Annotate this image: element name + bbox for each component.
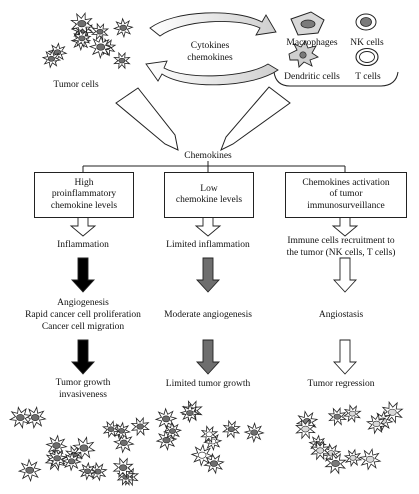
macrophages-label: Macrophages bbox=[286, 38, 338, 48]
t-cells-label: T cells bbox=[355, 72, 381, 82]
tumor-cell bbox=[113, 432, 135, 454]
col3-step2: Angiostasis bbox=[318, 310, 364, 320]
signal-label-line1: Cytokines bbox=[190, 41, 230, 51]
col1-step2-line2: Rapid cancer cell proliferation bbox=[25, 310, 141, 320]
tumor-cell bbox=[221, 419, 241, 439]
signal-label-line2: chemokines bbox=[187, 53, 233, 63]
t-cell-icon bbox=[355, 47, 379, 67]
pointer-arrow-right bbox=[220, 86, 291, 152]
tumor-cell bbox=[113, 51, 131, 70]
tumor-cluster-low bbox=[154, 400, 265, 475]
tumor-cell bbox=[90, 22, 110, 41]
tumor-cell bbox=[72, 28, 92, 49]
col3-step1-line2: the tumor (NK cells, T cells) bbox=[286, 248, 396, 258]
col3-step1-line1: Immune cells recruitment to bbox=[287, 236, 395, 246]
curved-arrow-to-tumor bbox=[145, 60, 279, 86]
block-arrow-col2-2 bbox=[195, 339, 221, 375]
connector-lines bbox=[82, 161, 346, 172]
tumor-cell bbox=[41, 49, 62, 69]
tumor-cell bbox=[243, 422, 265, 444]
block-arrow-col3-2 bbox=[332, 339, 358, 375]
tumor-cell bbox=[72, 436, 96, 460]
curved-arrow-to-immune bbox=[149, 12, 277, 37]
tumor-cluster-top bbox=[41, 12, 134, 70]
col3-outcome: Tumor regression bbox=[307, 379, 375, 389]
col1-step1: Inflammation bbox=[57, 240, 109, 250]
tumor-cell-clusters-bottom bbox=[8, 400, 404, 487]
tumor-cell bbox=[88, 35, 113, 60]
tumor-cluster-regression bbox=[295, 400, 404, 475]
open-arrow-3 bbox=[331, 216, 359, 237]
tumor-cell bbox=[78, 461, 97, 481]
tumor-cell bbox=[358, 447, 382, 471]
tumor-cell-cluster-top bbox=[41, 12, 134, 70]
tumor-cell bbox=[310, 440, 331, 461]
col1-outcome-line1: Tumor growth bbox=[55, 378, 111, 388]
block-arrow-col1-2 bbox=[70, 339, 96, 375]
col2-outcome: Limited tumor growth bbox=[165, 379, 251, 389]
nk-cell-icon bbox=[355, 13, 377, 31]
tumor-cell bbox=[130, 416, 150, 437]
col2-step2: Moderate angiogenesis bbox=[164, 310, 252, 320]
pointer-arrow-left bbox=[115, 87, 179, 151]
tumor-cell bbox=[23, 406, 47, 430]
macrophage-icon bbox=[290, 11, 325, 36]
col1-outcome-line2: invasiveness bbox=[58, 390, 108, 400]
tumor-cell bbox=[342, 404, 362, 424]
tumor-cell bbox=[343, 448, 363, 468]
tumor-cell bbox=[70, 12, 94, 36]
tumor-cell bbox=[179, 402, 200, 424]
dendritic-cells-label: Dendritic cells bbox=[284, 72, 340, 82]
block-arrow-col2-1 bbox=[195, 257, 221, 293]
open-arrows bbox=[69, 216, 359, 237]
col1-step2-line1: Angiogenesis bbox=[57, 298, 109, 308]
tumor-cell bbox=[203, 452, 225, 475]
block-arrows bbox=[70, 257, 358, 375]
tumor-cell bbox=[101, 420, 121, 439]
nk-cells-label: NK cells bbox=[350, 38, 384, 48]
tumor-cell bbox=[327, 406, 348, 427]
tumor-cell bbox=[112, 457, 134, 479]
tumor-cell bbox=[324, 452, 347, 475]
tumor-cell bbox=[112, 17, 134, 39]
open-arrow-2 bbox=[194, 216, 222, 237]
tumor-cell bbox=[380, 400, 404, 424]
tumor-cell bbox=[61, 451, 82, 472]
block-arrow-col3-1 bbox=[332, 257, 358, 293]
tumor-cell bbox=[190, 443, 214, 467]
tumor-cell bbox=[200, 425, 219, 444]
chemokines-label: Chemokines bbox=[184, 151, 232, 161]
tumor-cluster-high bbox=[8, 406, 150, 487]
open-arrow-1 bbox=[69, 216, 97, 237]
immune-bracket bbox=[273, 71, 399, 87]
tumor-cell bbox=[162, 421, 183, 441]
tumor-cell bbox=[112, 421, 131, 441]
tumor-cell bbox=[365, 413, 388, 435]
col2-step1: Limited inflammation bbox=[166, 240, 250, 250]
tumor-cells-label: Tumor cells bbox=[53, 80, 99, 90]
tumor-cell bbox=[17, 458, 42, 483]
col1-step2-line3: Cancer cell migration bbox=[41, 322, 125, 332]
tumor-cell bbox=[8, 406, 32, 429]
tumor-cell bbox=[46, 448, 68, 469]
dendritic-cell-icon bbox=[288, 40, 319, 68]
block-arrow-col1-1 bbox=[70, 257, 96, 293]
tumor-cell bbox=[295, 418, 316, 440]
